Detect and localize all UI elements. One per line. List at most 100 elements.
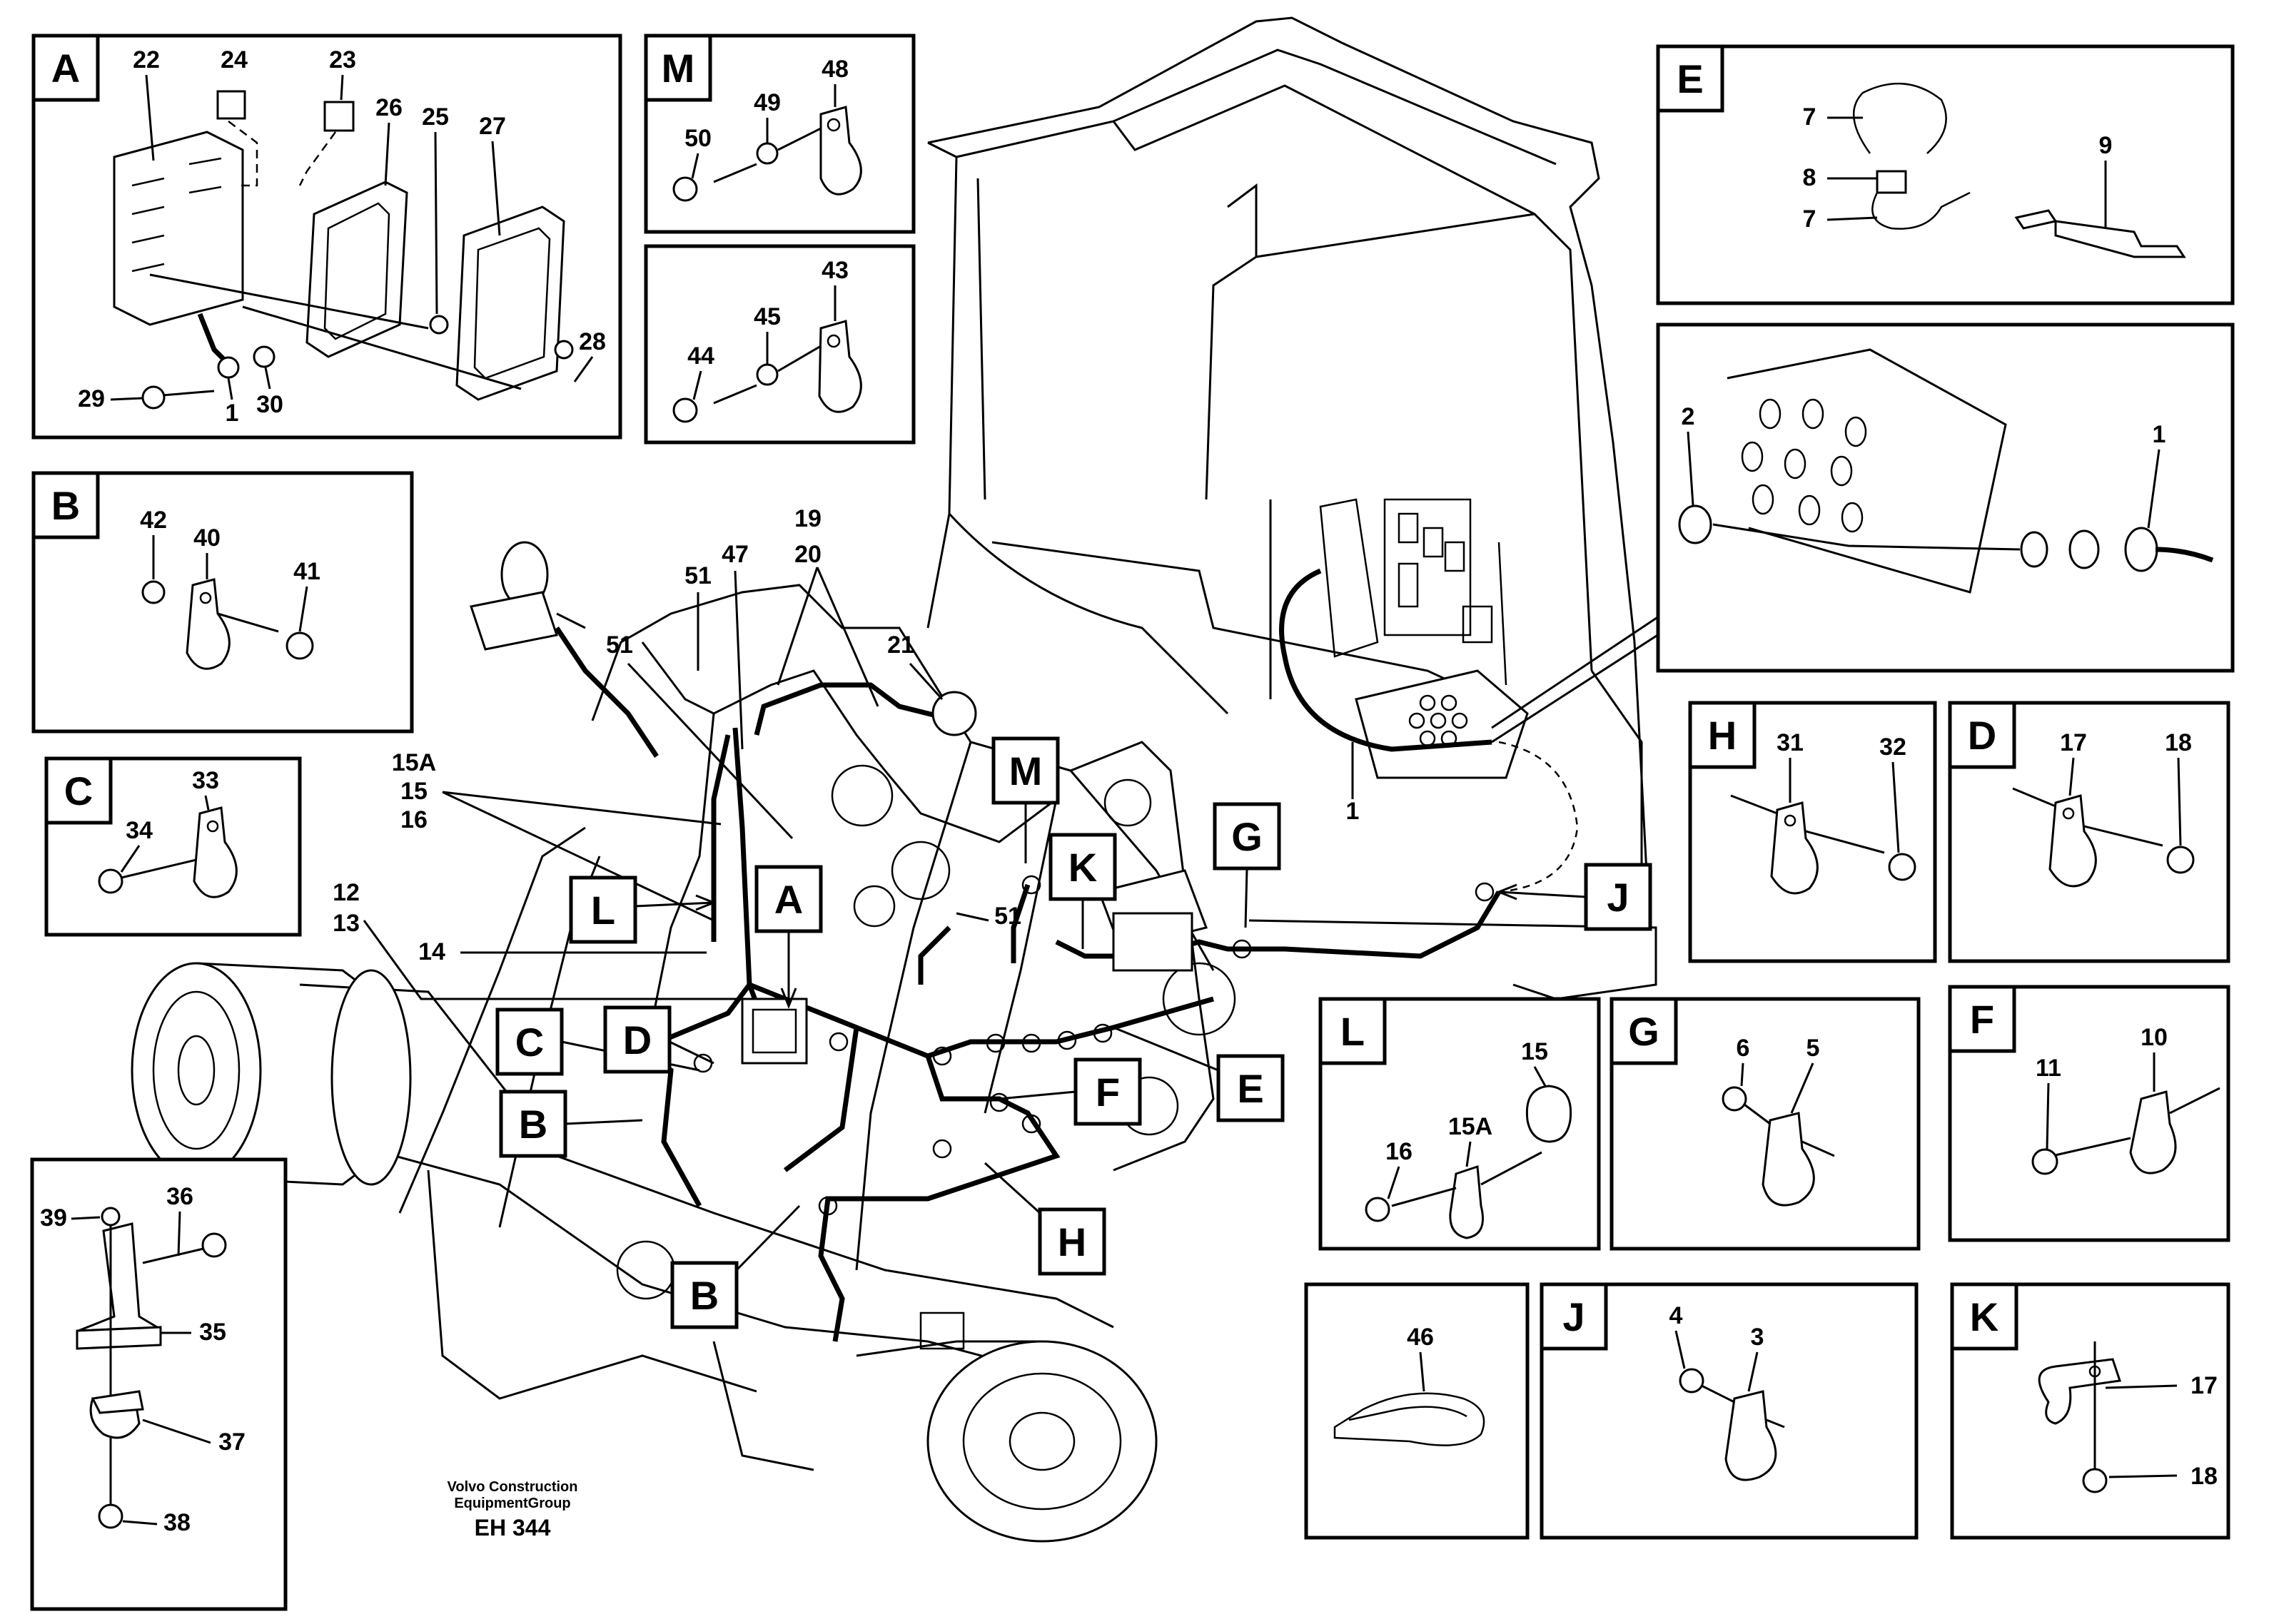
- svg-text:A: A: [51, 46, 80, 91]
- pn-36: 36: [166, 1183, 193, 1210]
- cab-harness-dashed: [1498, 741, 1579, 893]
- callout-12: 12: [333, 879, 360, 906]
- pn-42: 42: [140, 507, 167, 534]
- main-harness: [637, 727, 1214, 1342]
- axle: [131, 770, 1215, 1543]
- svg-text:L: L: [1340, 1009, 1365, 1054]
- callout-16: 16: [400, 806, 428, 833]
- svg-text:H: H: [1058, 1219, 1086, 1264]
- drawing-code: EH 344: [475, 1515, 551, 1541]
- tag-B-lower[interactable]: B: [670, 1261, 739, 1329]
- pn-24: 24: [221, 46, 248, 73]
- inset-L: L 15 15A 16: [1318, 997, 1601, 1251]
- drawing-credit: Volvo Construction EquipmentGroup EH 344: [448, 1479, 578, 1541]
- callout-20: 20: [794, 541, 822, 568]
- svg-text:E: E: [1237, 1066, 1263, 1111]
- tag-G[interactable]: G: [1213, 802, 1281, 871]
- svg-text:L: L: [591, 888, 615, 933]
- inset-C-letter: C: [44, 756, 113, 825]
- tag-M[interactable]: M: [991, 736, 1060, 805]
- pn-41: 41: [293, 558, 320, 585]
- callout-15A: 15A: [392, 749, 436, 776]
- svg-text:D: D: [1968, 713, 1996, 758]
- tag-A[interactable]: A: [754, 865, 823, 933]
- callout-13: 13: [333, 910, 360, 937]
- upper-harness: [711, 682, 1502, 985]
- relay-box: [1098, 869, 1208, 972]
- svg-text:K: K: [1068, 845, 1097, 890]
- inset-H: H 31 32: [1688, 701, 1937, 963]
- harness-clips: [693, 875, 1495, 1216]
- svg-text:B: B: [51, 483, 80, 528]
- light-harness: [555, 626, 659, 758]
- pn-45: 45: [754, 303, 781, 330]
- inset-F: F 10 11: [1948, 985, 2230, 1242]
- pn-15-L: 15: [1521, 1038, 1548, 1065]
- pn-22: 22: [133, 46, 160, 73]
- pn-2-P: 2: [1682, 403, 1695, 430]
- ecu-box: [741, 998, 808, 1065]
- pn-29: 29: [78, 385, 105, 412]
- inset-S: 39 36 35 37 38: [30, 1157, 288, 1611]
- callout-51-mid: 51: [606, 631, 633, 659]
- inset-E-letter: E: [1656, 44, 1724, 113]
- pn-17-D: 17: [2060, 729, 2087, 756]
- inset-C: C 33 34: [44, 756, 302, 937]
- inset-L-letter: L: [1318, 997, 1387, 1065]
- tag-J[interactable]: J: [1584, 863, 1652, 931]
- pn-1-P: 1: [2153, 421, 2166, 448]
- inset-T: 46: [1304, 1282, 1530, 1540]
- pn-26: 26: [375, 94, 403, 121]
- svg-text:J: J: [1607, 875, 1629, 920]
- pn-44: 44: [687, 342, 714, 370]
- svg-text:M: M: [662, 46, 695, 91]
- callout-15: 15: [400, 778, 428, 805]
- pn-1-A: 1: [226, 400, 239, 427]
- callout-51-right: 51: [994, 903, 1021, 930]
- callout-21: 21: [887, 631, 914, 659]
- inset-G: G 6 5: [1609, 997, 1921, 1251]
- tag-C[interactable]: C: [495, 1008, 564, 1076]
- svg-text:B: B: [519, 1102, 547, 1147]
- inset-J-letter: J: [1540, 1282, 1608, 1351]
- callout-51-top: 51: [684, 562, 712, 589]
- pn-50: 50: [684, 125, 712, 152]
- pn-5: 5: [1806, 1035, 1820, 1062]
- front-frame: [398, 584, 1236, 1300]
- tag-H[interactable]: H: [1038, 1207, 1106, 1276]
- svg-text:C: C: [64, 768, 93, 813]
- pn-43: 43: [822, 257, 849, 284]
- pn-11: 11: [2036, 1055, 2061, 1082]
- pn-34: 34: [126, 817, 153, 844]
- inset-K: K 17 18: [1950, 1282, 2230, 1540]
- inset-J: J 4 3: [1540, 1282, 1919, 1540]
- credit-line-1: Volvo Construction: [448, 1479, 578, 1495]
- inset-B-letter: B: [31, 471, 100, 539]
- tag-F[interactable]: F: [1073, 1057, 1142, 1126]
- svg-text:C: C: [515, 1020, 544, 1065]
- pn-4: 4: [1669, 1302, 1683, 1329]
- svg-text:G: G: [1628, 1009, 1659, 1054]
- pn-38: 38: [163, 1509, 191, 1536]
- cab-outline: [926, 16, 1657, 1000]
- pn-40: 40: [193, 524, 221, 552]
- callout-1-main: 1: [1346, 798, 1360, 825]
- pn-46: 46: [1407, 1324, 1434, 1351]
- svg-text:G: G: [1231, 814, 1263, 859]
- tag-L[interactable]: L: [569, 876, 637, 944]
- tag-B-upper[interactable]: B: [499, 1090, 567, 1158]
- tag-E[interactable]: E: [1216, 1054, 1285, 1122]
- pn-49: 49: [754, 89, 781, 116]
- svg-text:F: F: [1096, 1070, 1120, 1115]
- inset-A: A 22 24 23 26 25 27 28 29 1 30: [31, 34, 622, 440]
- worklight: [470, 541, 586, 651]
- pn-3: 3: [1751, 1324, 1764, 1351]
- pn-37: 37: [218, 1428, 246, 1456]
- tag-D[interactable]: D: [603, 1005, 672, 1074]
- machine-drawing: [131, 16, 1657, 1543]
- svg-text:B: B: [690, 1273, 719, 1318]
- pn-30: 30: [256, 391, 283, 418]
- callout-19: 19: [794, 505, 822, 532]
- tag-K[interactable]: K: [1048, 833, 1117, 901]
